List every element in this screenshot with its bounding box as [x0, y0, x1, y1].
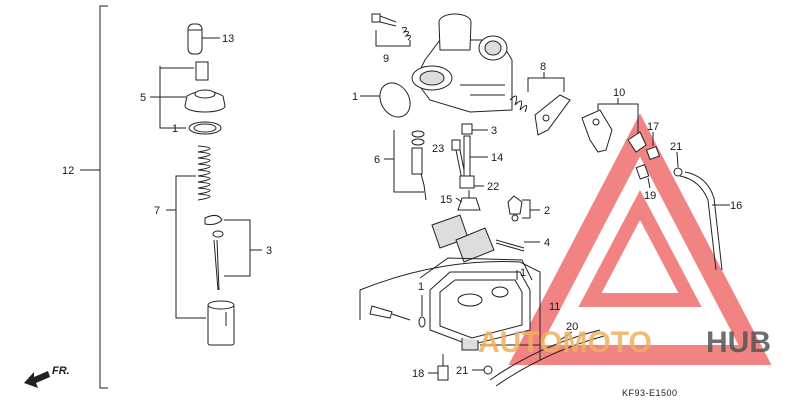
label-4: 4 [544, 237, 550, 249]
part-3-jet [459, 123, 475, 189]
float-bowl [429, 271, 531, 351]
bracket-8 [527, 77, 565, 92]
watermark-logo [508, 113, 772, 365]
bracket-6 [393, 130, 424, 193]
label-21a: 21 [670, 141, 682, 153]
label-12: 12 [62, 165, 74, 177]
label-20: 20 [566, 321, 578, 333]
label-7: 7 [154, 205, 160, 217]
label-15: 15 [440, 194, 452, 206]
part-6-jet [411, 130, 427, 201]
label-10: 10 [613, 87, 625, 99]
air-screw [369, 305, 411, 321]
watermark-text-1: AUTOMOTO [478, 326, 652, 359]
bracket-2 [522, 199, 531, 219]
label-6: 6 [374, 154, 380, 166]
part-2-float-valve [507, 195, 523, 222]
part-5-cap [184, 61, 226, 113]
label-17: 17 [647, 121, 659, 133]
part-13-pin [187, 23, 203, 55]
part-10-link [581, 109, 647, 153]
label-8: 8 [540, 61, 546, 73]
part-8-lever [509, 94, 571, 136]
part-16-hose [679, 175, 717, 271]
bracket-12 [99, 5, 108, 389]
label-1c: 1 [418, 281, 424, 293]
part-7-spring [197, 145, 211, 201]
part-19-bolt [635, 164, 650, 180]
leader-20 [559, 331, 573, 341]
label-1a: 1 [172, 123, 178, 135]
bracket-5 [159, 66, 186, 129]
label-5: 5 [140, 92, 146, 104]
bracket-3 [224, 219, 251, 277]
part-18-screw [437, 354, 449, 381]
part-3-needle [204, 214, 224, 291]
front-direction-arrow [24, 371, 50, 388]
label-2: 2 [544, 205, 550, 217]
leader-15 [455, 197, 463, 203]
label-16: 16 [730, 200, 742, 212]
watermark-text-2: HUB [706, 326, 771, 359]
bracket-9 [375, 30, 411, 47]
part-15-valve [457, 190, 481, 211]
throttle-slide [207, 300, 235, 346]
part-9-screw [371, 13, 412, 41]
leader-19 [647, 177, 651, 189]
label-18: 18 [412, 368, 424, 380]
label-1d: 1 [520, 267, 526, 279]
part-4-floats [431, 214, 525, 263]
part-21-clip-bottom [483, 365, 493, 375]
label-19: 19 [644, 190, 656, 202]
label-1b: 1 [352, 91, 358, 103]
label-9: 9 [383, 53, 389, 65]
front-label: FR. [52, 365, 70, 377]
bracket-7 [175, 175, 206, 319]
part-1-gasket [419, 257, 533, 281]
label-3b: 3 [491, 125, 497, 137]
drawing-code: KF93-E1500 [622, 388, 678, 398]
part-1-oring [379, 82, 411, 118]
part-23-rod [451, 139, 467, 181]
label-3a: 3 [266, 245, 272, 257]
leader-21a [676, 151, 679, 168]
label-13: 13 [222, 33, 234, 45]
bracket-11 [359, 261, 541, 360]
label-23: 23 [432, 143, 444, 155]
label-11: 11 [549, 301, 560, 313]
label-14: 14 [491, 152, 503, 164]
label-21b: 21 [456, 365, 468, 377]
label-22: 22 [487, 181, 499, 193]
part-21-clip [673, 167, 683, 177]
part-1-small-oring [418, 316, 426, 328]
part-17-nut [645, 145, 661, 161]
part-20-hose [489, 329, 601, 381]
carburetor-body [411, 13, 513, 113]
